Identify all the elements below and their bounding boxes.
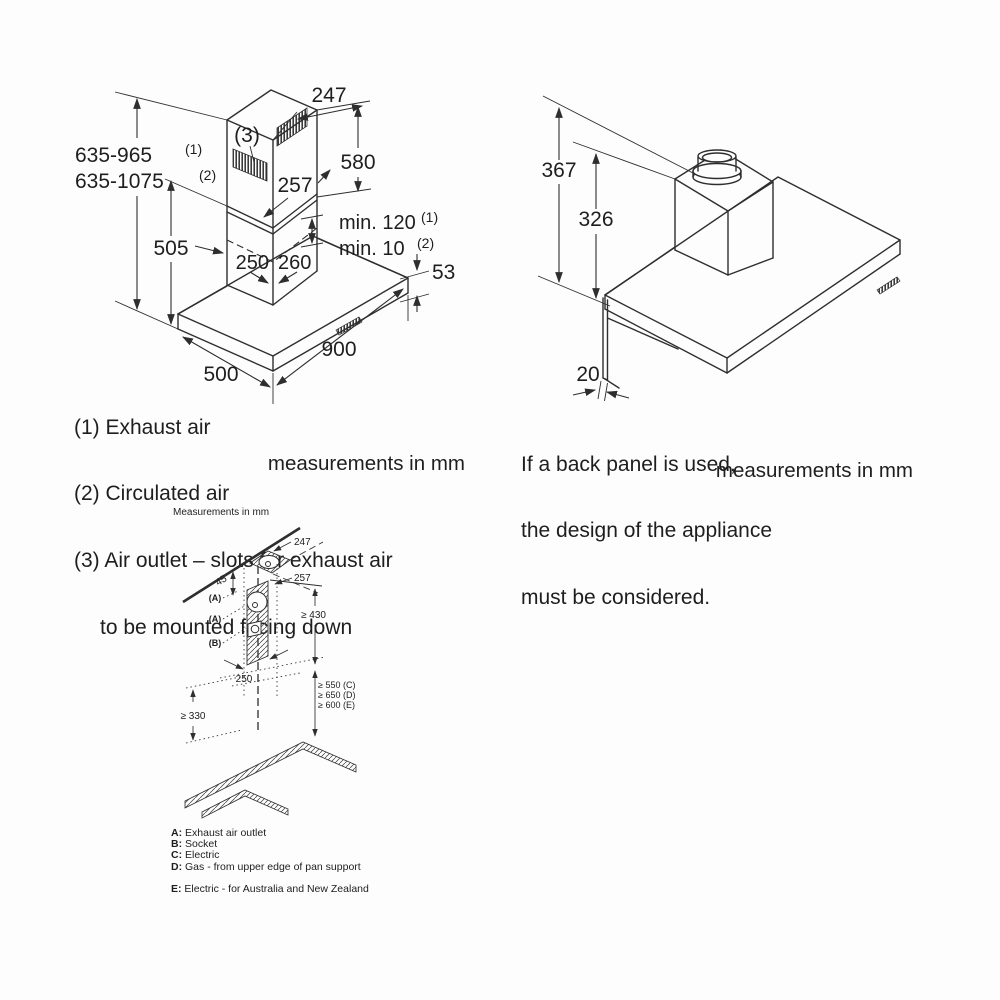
back-panel <box>602 297 679 389</box>
motor-housing-box <box>674 149 774 276</box>
dim-45: 45 <box>214 573 230 588</box>
control-panel-strip <box>876 276 901 295</box>
fig3-legend: A: Exhaust air outlet B: Socket C: Elect… <box>171 827 369 895</box>
legend-text-c: Electric <box>185 849 220 862</box>
dim-20: 20 <box>576 363 599 386</box>
fig1-units-label: measurements in mm <box>267 452 465 475</box>
dim-250: 250 <box>236 674 253 685</box>
legend-key-d: D: <box>171 860 183 873</box>
ceiling-and-duct <box>182 526 301 731</box>
legend-key-e: E: <box>171 882 182 895</box>
label-A2: (A) <box>209 614 222 624</box>
legend-item-d: D: Gas - from upper edge of pan support <box>171 860 369 873</box>
hob-corner-outline <box>184 741 357 819</box>
duct-collar <box>692 149 742 186</box>
legend-item-a: A: Exhaust air outlet <box>171 827 369 839</box>
dim-min-10: min. 10 <box>339 238 405 260</box>
dim-550-electric: ≥ 550 (C) <box>318 680 355 690</box>
installation-layout-drawing: Measurements in mm 247 257 <box>173 507 357 819</box>
canopy-body <box>604 176 901 374</box>
fig2-notes: If a back panel is used, the design of t… <box>521 409 772 654</box>
legend-text-d: Gas - from upper edge of pan support <box>185 860 361 873</box>
dim-min-120: min. 120 <box>339 212 416 234</box>
fig2-units-label: measurements in mm <box>715 459 913 482</box>
dimension-lines: 635-965 (1) 635-1075 (2) 505 247 580 257 <box>75 84 455 404</box>
exhaust-outlet-circle <box>246 591 268 613</box>
dim-500: 500 <box>203 363 238 386</box>
control-panel-strip <box>335 316 363 336</box>
dimension-lines: 367 326 20 <box>537 95 694 402</box>
note-circulated-air: (2) Circulated air <box>74 482 230 506</box>
dim-height-exhaust-ref: (1) <box>185 141 202 157</box>
dim-505: 505 <box>153 237 188 260</box>
dim-257: 257 <box>294 573 311 584</box>
back-panel-note-line1: If a back panel is used, <box>521 452 736 476</box>
dim-247: 247 <box>294 537 311 548</box>
legend-text-b: Socket <box>185 838 218 851</box>
dim-900: 900 <box>321 338 356 361</box>
dim-height-circulated-ref: (2) <box>199 167 216 183</box>
dim-650-gas: ≥ 650 (D) <box>318 690 355 700</box>
legend-item-c: C: Electric <box>171 850 369 861</box>
legend-key-a: A: <box>171 827 183 839</box>
note-exhaust-air: (1) Exhaust air <box>74 415 211 439</box>
hood-dimension-drawing: 635-965 (1) 635-1075 (2) 505 247 580 257 <box>75 84 455 404</box>
dim-260: 260 <box>278 252 311 274</box>
dim-height-circulated: 635-1075 <box>75 170 164 193</box>
dim-250: 250 <box>236 252 269 274</box>
dim-53: 53 <box>432 261 455 284</box>
socket-symbol <box>247 620 262 638</box>
legend-key-b: B: <box>171 838 183 851</box>
legend-item-e: E: Electric - for Australia and New Zeal… <box>171 882 369 895</box>
canopy-top-drawing: 367 326 20 <box>537 95 901 402</box>
callout-3-label: (3) <box>234 124 260 147</box>
dim-580: 580 <box>340 151 375 174</box>
fig1-notes: (1) Exhaust air (2) Circulated air (3) A… <box>74 372 393 684</box>
back-panel-note-line3: must be considered. <box>521 586 711 610</box>
dim-247: 247 <box>311 84 346 107</box>
legend-text-a: Exhaust air outlet <box>185 827 267 839</box>
dim-height-exhaust: 635-965 <box>75 144 152 167</box>
dim-min-120-ref: (1) <box>421 209 438 225</box>
air-outlet-slot-left <box>232 148 268 182</box>
dim-430: ≥ 430 <box>301 610 326 621</box>
fig3-title: Measurements in mm <box>173 507 269 518</box>
dim-326: 326 <box>578 208 613 231</box>
label-A1: (A) <box>209 593 222 603</box>
dim-330: ≥ 330 <box>181 711 206 722</box>
legend-key-c: C: <box>171 849 183 862</box>
label-B: (B) <box>209 638 222 648</box>
dim-min-10-ref: (2) <box>417 235 434 251</box>
back-panel-note-line2: the design of the appliance <box>521 519 773 543</box>
legend-item-b: B: Socket <box>171 839 369 850</box>
legend-text-e: Electric - for Australia and New Zealand <box>184 882 369 895</box>
dim-600-electric-anz: ≥ 600 (E) <box>318 700 355 710</box>
air-outlet-slot-right <box>276 107 308 147</box>
dim-367: 367 <box>541 159 576 182</box>
dimension-lines: 247 257 45 (A) (A) (B) ≥ 430 ≥ 550 (C) ≥… <box>181 537 355 744</box>
dim-257: 257 <box>277 174 312 197</box>
